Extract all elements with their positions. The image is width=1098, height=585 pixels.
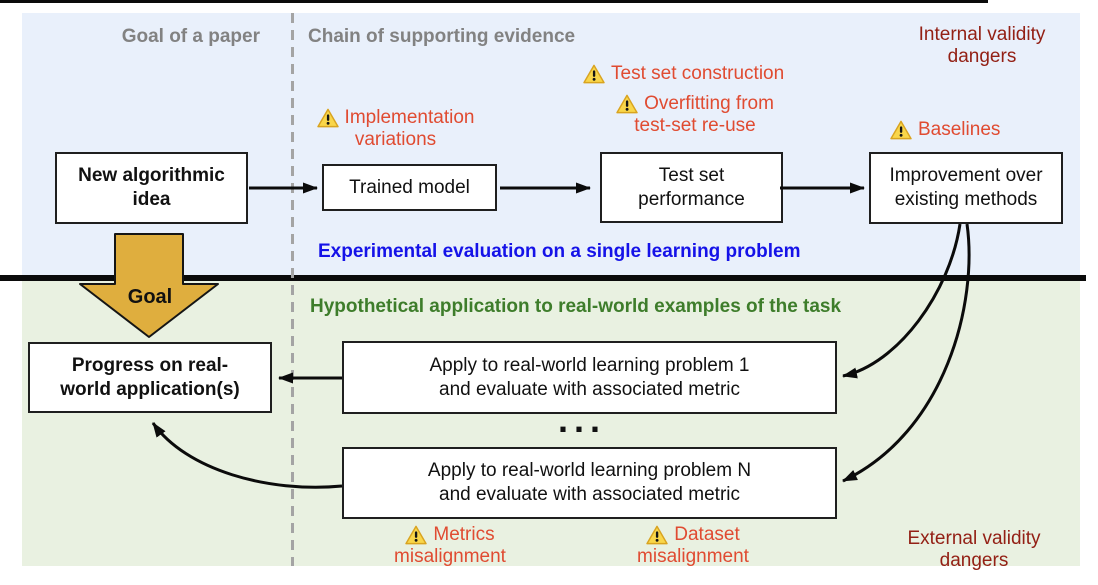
danger-internal-line2: dangers bbox=[947, 46, 1017, 67]
node-label: Apply to real-world learning problem N bbox=[427, 460, 752, 481]
node-label: Trained model bbox=[349, 176, 470, 198]
node-label: New algorithmic bbox=[78, 165, 225, 186]
node-test-set-performance: Test set performance bbox=[600, 152, 783, 223]
warning-icon bbox=[316, 108, 339, 128]
node-label: and evaluate with associated metric bbox=[439, 484, 740, 505]
danger-external-line2: dangers bbox=[939, 550, 1009, 571]
warning-dataset-misalignment: Dataset misalignment bbox=[618, 524, 768, 568]
danger-internal-validity: Internal validity dangers bbox=[901, 24, 1063, 68]
node-label: Progress on real- bbox=[71, 354, 229, 376]
node-progress-real-world: Progress on real- world application(s) bbox=[28, 342, 272, 413]
column-header-chain: Chain of supporting evidence bbox=[308, 26, 576, 47]
node-apply-problem-n: Apply to real-world learning problem N a… bbox=[342, 447, 837, 519]
warning-icon bbox=[646, 525, 668, 545]
node-label: existing methods bbox=[894, 189, 1038, 210]
warning-text: Metrics bbox=[433, 524, 495, 545]
node-label: Apply to real-world learning problem 1 bbox=[429, 354, 750, 376]
node-label: idea bbox=[132, 189, 171, 210]
warning-icon bbox=[405, 525, 428, 545]
node-improvement-over-existing: Improvement over existing methods bbox=[869, 152, 1063, 224]
warning-text: Baselines bbox=[918, 119, 1001, 140]
warning-icon bbox=[890, 120, 912, 140]
divider-line bbox=[0, 275, 1086, 281]
panel-real-world-band bbox=[22, 281, 1080, 566]
node-new-algorithmic-idea: New algorithmic idea bbox=[55, 152, 248, 224]
top-border-line bbox=[0, 0, 988, 3]
node-label: and evaluate with associated metric bbox=[439, 378, 740, 400]
node-apply-problem-1: Apply to real-world learning problem 1 a… bbox=[342, 341, 837, 414]
warning-text: misalignment bbox=[637, 546, 749, 567]
warning-icon bbox=[583, 64, 605, 84]
node-label: Improvement over bbox=[889, 165, 1043, 186]
warning-text: variations bbox=[354, 129, 437, 150]
danger-internal-line1: Internal validity bbox=[918, 24, 1046, 45]
warning-icon bbox=[616, 94, 638, 114]
warning-text: Overfitting from bbox=[644, 93, 774, 114]
warning-text: Implementation bbox=[344, 107, 475, 128]
danger-external-validity: External validity dangers bbox=[893, 528, 1055, 572]
node-label: Test set bbox=[658, 164, 725, 186]
warning-text: Dataset bbox=[674, 524, 740, 545]
warning-text: test-set re-use bbox=[634, 115, 756, 136]
warning-overfitting: Overfitting from test-set re-use bbox=[605, 93, 785, 137]
node-label: world application(s) bbox=[60, 378, 240, 400]
warning-baselines: Baselines bbox=[890, 119, 1000, 141]
warning-test-set-construction: Test set construction bbox=[583, 63, 784, 85]
ellipsis: ... bbox=[558, 399, 607, 440]
column-header-goal: Goal of a paper bbox=[121, 26, 260, 47]
node-label: performance bbox=[638, 188, 745, 210]
warning-metrics-misalignment: Metrics misalignment bbox=[375, 524, 525, 568]
warning-text: Test set construction bbox=[611, 63, 785, 84]
caption-experimental-evaluation: Experimental evaluation on a single lear… bbox=[318, 241, 801, 262]
danger-external-line1: External validity bbox=[907, 528, 1041, 549]
warning-text: misalignment bbox=[394, 546, 506, 567]
caption-hypothetical-application: Hypothetical application to real-world e… bbox=[310, 296, 842, 317]
warning-implementation-variations: Implementation variations bbox=[303, 107, 488, 151]
dashed-separator bbox=[291, 13, 294, 566]
node-trained-model: Trained model bbox=[322, 164, 497, 211]
